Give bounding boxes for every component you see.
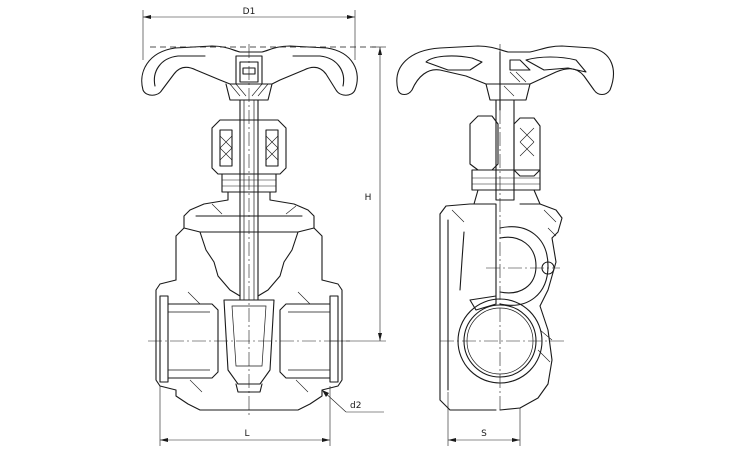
dimension-l: L xyxy=(159,386,331,446)
side-stem-gland xyxy=(469,99,541,205)
dimension-d2: d2 xyxy=(321,389,384,413)
front-gland xyxy=(211,119,287,193)
front-handwheel xyxy=(141,45,358,101)
side-view xyxy=(396,44,614,412)
dim-label-d1: D1 xyxy=(243,7,256,17)
dimension-s: S xyxy=(447,392,521,446)
dim-label-l: L xyxy=(244,429,249,439)
front-bonnet xyxy=(175,191,323,297)
side-body xyxy=(439,203,563,411)
dim-label-s: S xyxy=(481,429,487,439)
side-wedge xyxy=(469,226,555,311)
dim-label-h: H xyxy=(365,193,372,203)
front-view xyxy=(141,44,380,415)
dimension-d1: D1 xyxy=(142,7,356,60)
dimension-h: H xyxy=(330,46,386,342)
dim-label-d2: d2 xyxy=(350,401,361,411)
